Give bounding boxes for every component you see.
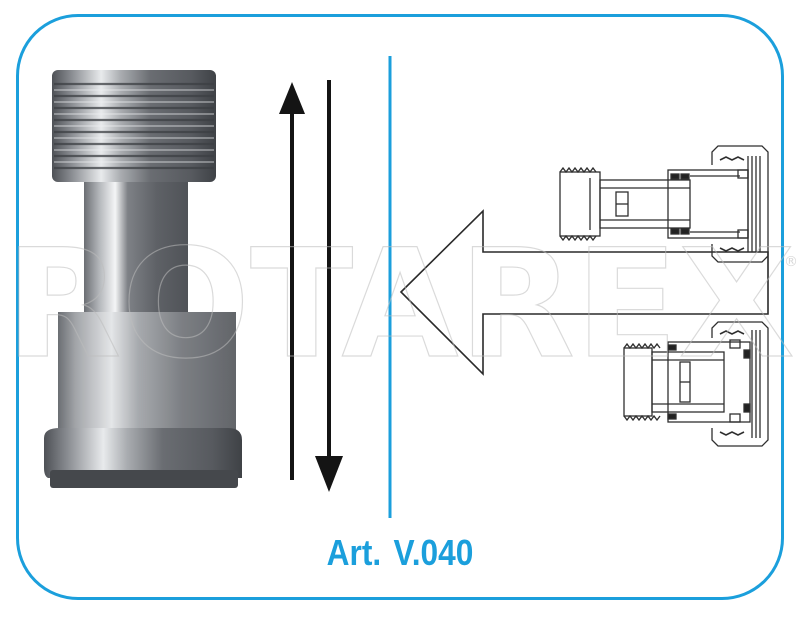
cross-section-diagram-bottom	[623, 321, 769, 447]
left-direction-arrow-icon	[399, 209, 769, 376]
article-number-caption: Art. V.040	[48, 532, 752, 574]
metal-fitting-image	[44, 70, 242, 488]
article-code: V.040	[393, 532, 474, 573]
article-prefix: Art.	[326, 532, 382, 573]
product-card-frame	[16, 14, 784, 600]
vertical-motion-arrows-icon	[279, 80, 343, 492]
cross-section-diagram-top	[559, 145, 769, 263]
